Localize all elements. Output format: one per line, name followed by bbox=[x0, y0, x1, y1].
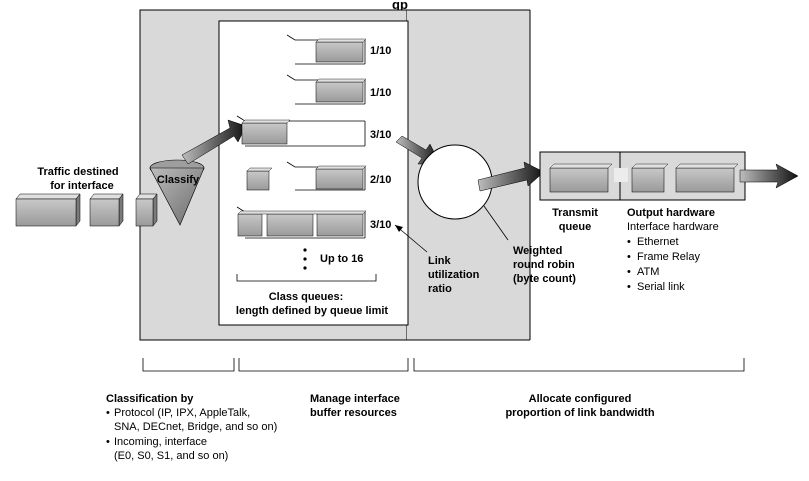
queue5-ratio: 3/10 bbox=[370, 219, 391, 231]
classify-label: Classify bbox=[157, 174, 200, 186]
queue5-packet-b bbox=[266, 213, 314, 237]
classification-bullet: • bbox=[106, 436, 110, 448]
output-hw-list: • Ethernet • Frame Relay • ATM • Serial … bbox=[627, 236, 700, 293]
classification-item-line: (E0, S0, S1, and so on) bbox=[114, 450, 228, 462]
wrr-line1: Weighted bbox=[513, 245, 562, 257]
queue2-packet bbox=[315, 81, 364, 103]
transmit-queue-packet bbox=[549, 167, 609, 193]
input-label-line2: for interface bbox=[50, 180, 114, 192]
up-to-16-label: Up to 16 bbox=[320, 253, 363, 265]
classification-item-line: Incoming, interface bbox=[114, 436, 207, 448]
manage-bracket bbox=[238, 358, 409, 372]
queue3-ratio: 3/10 bbox=[370, 129, 391, 141]
manage-line1: Manage interface bbox=[310, 393, 400, 405]
class-queues-line2: length defined by queue limit bbox=[236, 305, 389, 317]
queue-slots bbox=[236, 34, 367, 239]
output-hw-title: Output hardware bbox=[627, 207, 715, 219]
transmit-line1: Transmit bbox=[552, 207, 598, 219]
wrr-line3: (byte count) bbox=[513, 273, 576, 285]
classification-bracket bbox=[142, 358, 235, 372]
queue3-packet bbox=[241, 122, 288, 145]
classification-list: • Protocol (IP, IPX, AppleTalk, SNA, DEC… bbox=[106, 407, 277, 462]
output-hw-bullet: • bbox=[627, 281, 631, 293]
classification-item-line: SNA, DECnet, Bridge, and so on) bbox=[114, 421, 277, 433]
output-hw-subtitle: Interface hardware bbox=[627, 221, 719, 233]
class-queues-line1: Class queues: bbox=[269, 291, 344, 303]
link-util-line1: Link bbox=[428, 255, 451, 267]
output-hw-item: Frame Relay bbox=[637, 251, 700, 263]
classify-cone bbox=[149, 159, 205, 226]
input-label-line1: Traffic destined bbox=[37, 166, 118, 178]
queue5-packet-c bbox=[316, 213, 364, 237]
queue1-ratio: 1/10 bbox=[370, 45, 391, 57]
queue5-packet-a bbox=[237, 213, 263, 237]
title-fragment: gp bbox=[392, 0, 408, 12]
queue2-ratio: 1/10 bbox=[370, 87, 391, 99]
link-util-line3: ratio bbox=[428, 283, 452, 295]
transmit-connector bbox=[614, 168, 628, 182]
queue1-packet bbox=[315, 41, 364, 63]
output-hw-bullet: • bbox=[627, 266, 631, 278]
packet-small bbox=[135, 198, 154, 227]
output-hw-item: ATM bbox=[637, 266, 659, 278]
output-hw-bullet: • bbox=[627, 251, 631, 263]
queue4-ratio: 2/10 bbox=[370, 174, 391, 186]
packet-large bbox=[15, 198, 77, 227]
output-arrow bbox=[739, 163, 799, 189]
queue4-arriving-packet bbox=[246, 170, 270, 191]
allocate-bracket bbox=[413, 358, 745, 372]
transmit-line2: queue bbox=[559, 221, 591, 233]
output-hw-item: Serial link bbox=[637, 281, 685, 293]
queues-bracket bbox=[236, 274, 377, 282]
scheduler-to-transmit-arrow bbox=[477, 161, 545, 192]
allocate-line1: Allocate configured bbox=[529, 393, 632, 405]
packet-medium bbox=[89, 198, 120, 227]
classification-item-line: Protocol (IP, IPX, AppleTalk, bbox=[114, 407, 250, 419]
queue4-packet bbox=[315, 168, 364, 190]
output-hw-bullet: • bbox=[627, 236, 631, 248]
hardware-packet-small bbox=[631, 167, 665, 193]
classification-title: Classification by bbox=[106, 393, 194, 405]
link-util-line2: utilization bbox=[428, 269, 480, 281]
manage-line2: buffer resources bbox=[310, 407, 397, 419]
more-queues-dots bbox=[303, 248, 307, 270]
allocate-line2: proportion of link bandwidth bbox=[505, 407, 654, 419]
output-hw-item: Ethernet bbox=[637, 236, 679, 248]
incoming-packets bbox=[15, 193, 158, 227]
wrr-pointer bbox=[483, 205, 509, 241]
wrr-line2: round robin bbox=[513, 259, 575, 271]
link-util-arrowhead bbox=[395, 225, 403, 232]
hardware-packet-large bbox=[675, 167, 735, 193]
classification-bullet: • bbox=[106, 407, 110, 419]
